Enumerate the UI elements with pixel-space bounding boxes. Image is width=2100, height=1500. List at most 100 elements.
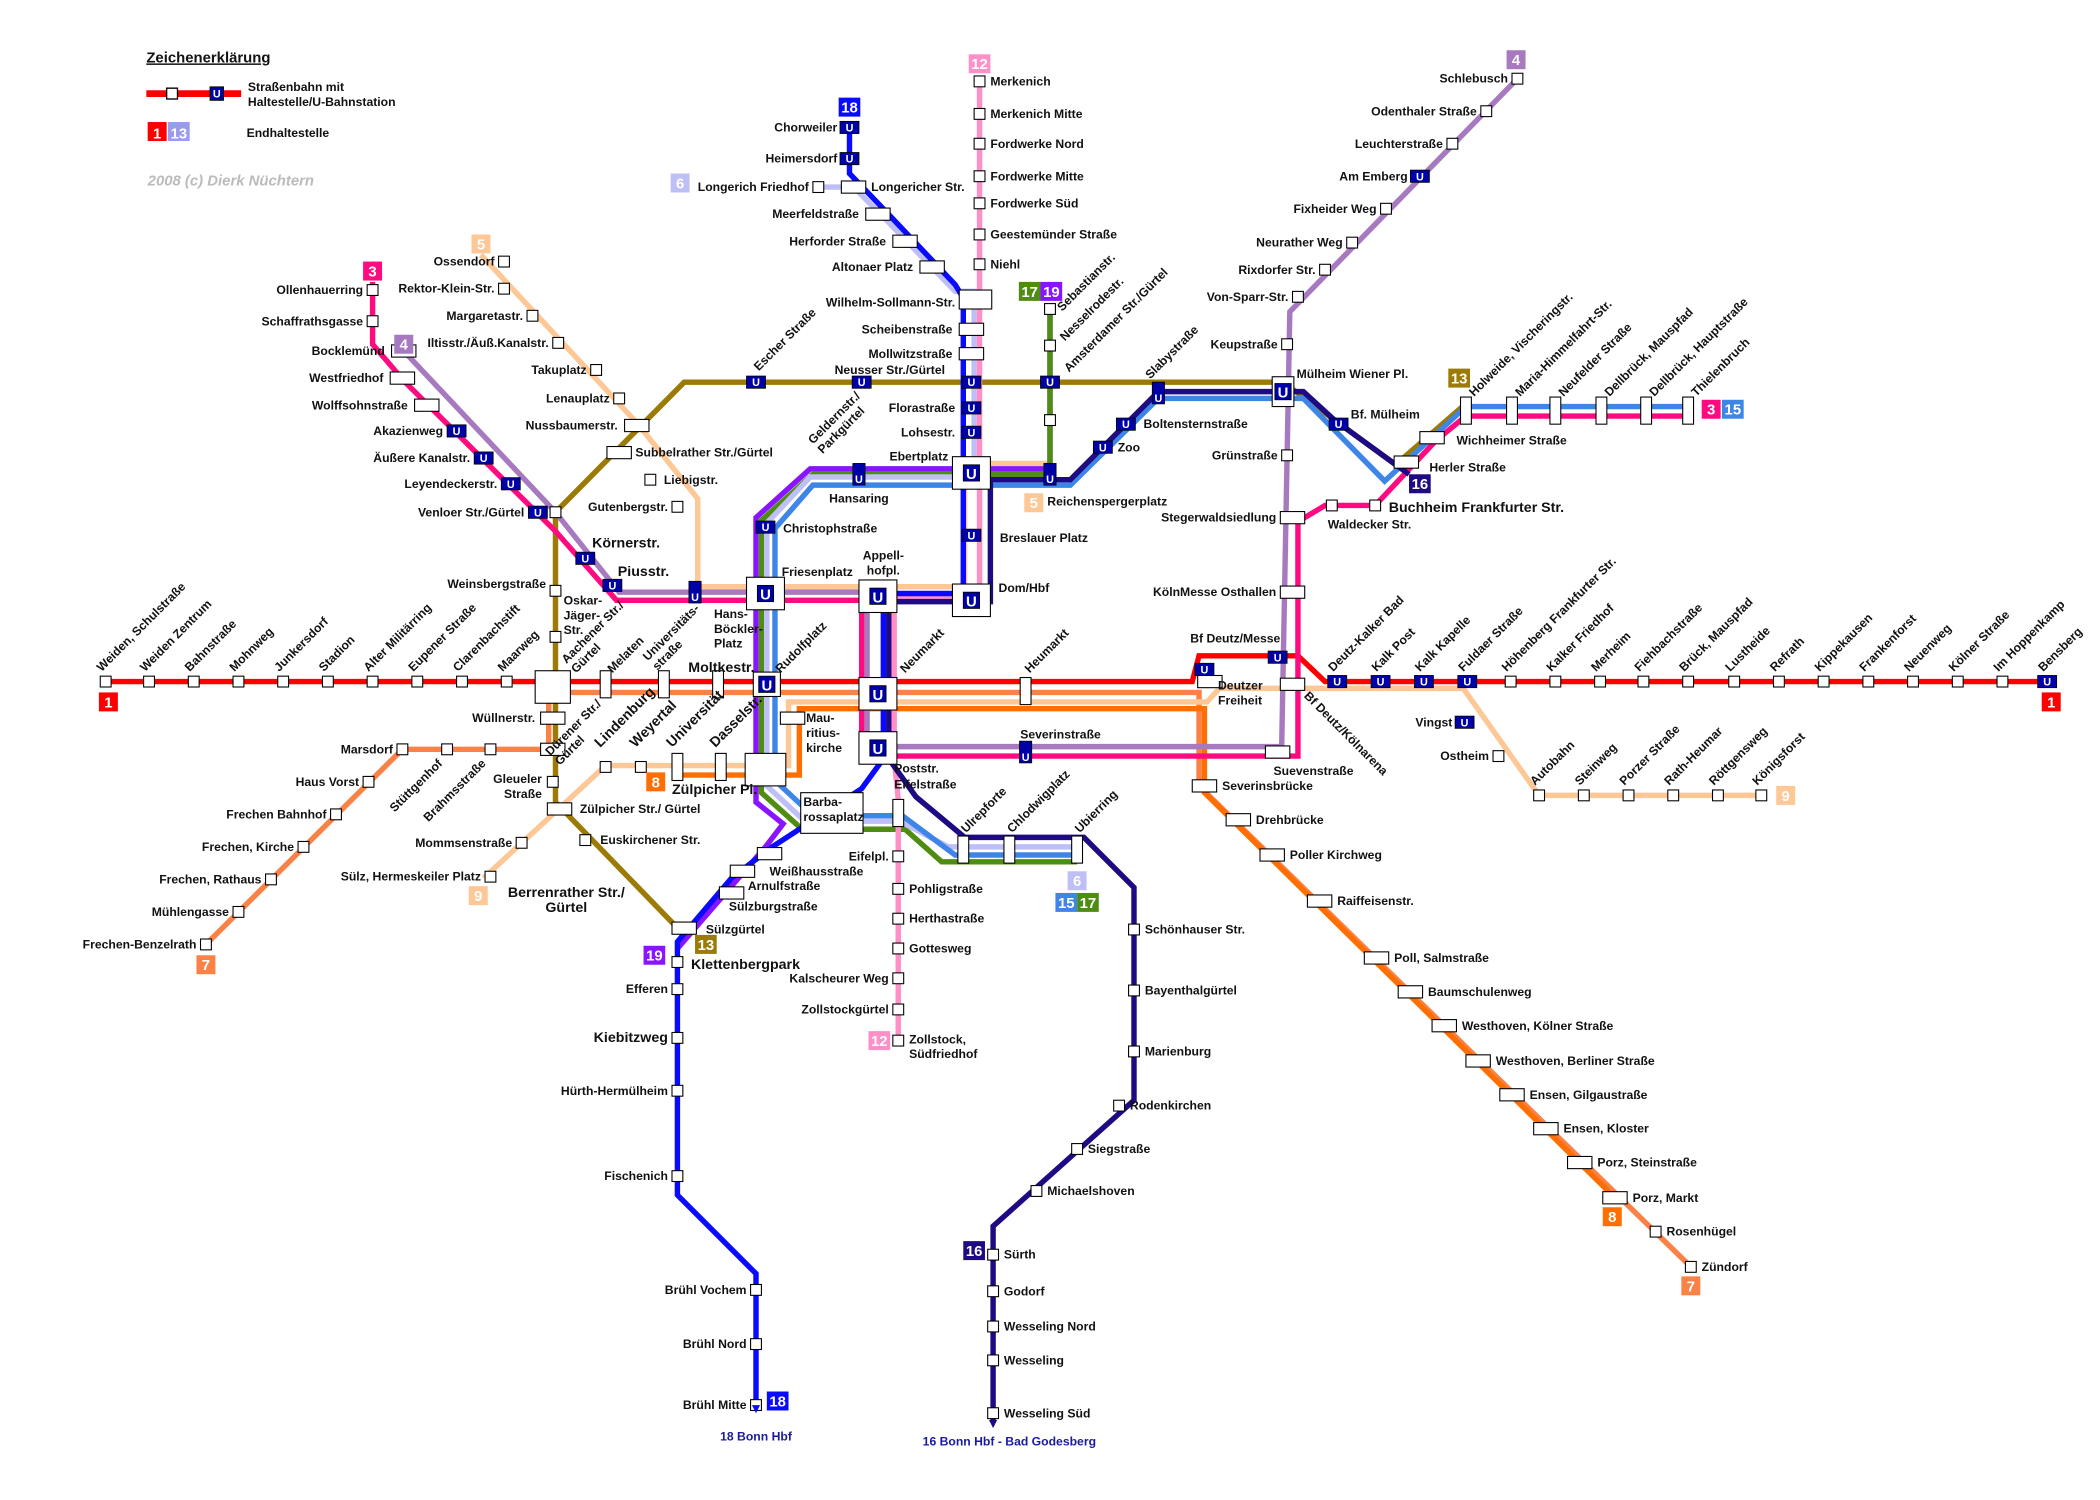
- station-arnulf[interactable]: Arnulfstraße: [729, 864, 821, 893]
- station-mohnweg[interactable]: Mohnweg: [227, 625, 277, 688]
- station-duerener[interactable]: Dürener Str./ Gürtel: [540, 680, 633, 770]
- station-meerfeld[interactable]: Meerfeldstraße: [772, 207, 891, 221]
- station-keupstr[interactable]: Keupstraße: [1211, 337, 1294, 351]
- station-margareta[interactable]: Margaretastr.: [446, 309, 539, 323]
- station-bf-deutz-u2[interactable]: U: [1194, 662, 1215, 676]
- station-scheibenstr[interactable]: Scheibenstraße: [862, 322, 985, 336]
- station-schaffrathsgasse[interactable]: Schaffrathsgasse: [261, 314, 379, 328]
- station-poller-kirchweg[interactable]: Poller Kirchweg: [1259, 848, 1382, 862]
- station-stack282[interactable]: U: [961, 375, 982, 389]
- station-zuelpicher-guertel[interactable]: Zülpicher Str./ Gürtel: [546, 802, 700, 816]
- station-stegerwald[interactable]: Stegerwaldsiedlung: [1161, 511, 1306, 525]
- station-kiebitzweg[interactable]: Kiebitzweg: [594, 1030, 684, 1046]
- station-weinsberg[interactable]: Weinsbergstraße: [447, 577, 562, 597]
- station-bruehl-nord[interactable]: Brühl Nord: [683, 1337, 762, 1351]
- station-suevenstr[interactable]: Suevenstraße: [1264, 745, 1354, 778]
- station-alter-mil[interactable]: Alter Militärring: [361, 601, 435, 688]
- station-altonaer[interactable]: Altonaer Platz: [832, 260, 945, 274]
- station-brahmsstr[interactable]: Brahmsstraße: [421, 743, 497, 824]
- station-berrenrather[interactable]: Berrenrather Str./Gürtel: [508, 885, 625, 916]
- station-moltkestr[interactable]: Moltkestr.: [688, 660, 755, 699]
- station-rosenhuegel[interactable]: Rosenhügel: [1649, 1225, 1736, 1239]
- station-suelzburg[interactable]: Sülzburgstraße: [718, 886, 818, 914]
- station-merkenich-mitte[interactable]: Merkenich Mitte: [973, 107, 1083, 121]
- station-wuellner[interactable]: Wüllnerstr.: [472, 711, 566, 725]
- station-zollstockguertel[interactable]: Zollstockgürtel: [801, 1003, 905, 1017]
- station-zollstock-sued[interactable]: Zollstock,Südfriedhof: [892, 1032, 979, 1061]
- station-severinsbruecke[interactable]: Severinsbrücke: [1191, 779, 1313, 793]
- station-raiffeisen[interactable]: Raiffeisenstr.: [1306, 894, 1414, 908]
- station-klettenbergpark[interactable]: Klettenbergpark: [671, 956, 800, 973]
- station-ensen-gilgau[interactable]: Ensen, Gilgaustraße: [1499, 1088, 1648, 1102]
- station-odenthaler[interactable]: Odenthaler Straße: [1371, 104, 1493, 118]
- station-rixdorfer[interactable]: Rixdorfer Str.: [1238, 263, 1331, 277]
- station-iltis[interactable]: Iltisstr./Äuß.Kanalstr.: [427, 335, 565, 350]
- station-niehl[interactable]: Niehl: [973, 257, 1020, 271]
- station-leuchterstr[interactable]: Leuchterstraße: [1355, 137, 1459, 151]
- station-ollenhauerring[interactable]: Ollenhauerring: [276, 283, 379, 297]
- station-zuelpicher-pl[interactable]: Zülpicher Pl.: [672, 752, 787, 798]
- station-huerth[interactable]: Hürth-Hermülheim: [561, 1084, 684, 1098]
- station-herthastr[interactable]: Herthastraße: [892, 912, 985, 926]
- station-marsdorf[interactable]: Marsdorf: [341, 742, 409, 756]
- station-lustheide[interactable]: Lustheide: [1722, 623, 1773, 688]
- station-godorf[interactable]: Godorf: [987, 1284, 1046, 1298]
- station-gutenberg[interactable]: Gutenbergstr.: [588, 500, 684, 514]
- station-bruehl-mitte[interactable]: Brühl Mitte: [683, 1398, 762, 1412]
- station-steinweg[interactable]: Steinweg: [1572, 740, 1620, 802]
- station-zuendorf[interactable]: Zündorf: [1684, 1260, 1749, 1274]
- station-efferen[interactable]: Efferen: [626, 982, 684, 996]
- station-drehbruecke[interactable]: Drehbrücke: [1225, 813, 1324, 827]
- station-fiehbach[interactable]: Fiehbachstraße: [1632, 600, 1706, 688]
- station-eifelpl[interactable]: Eifelpl.: [849, 849, 905, 863]
- station-mauritius[interactable]: Mau-ritius-kirche: [779, 711, 842, 755]
- station-herforder[interactable]: Herforder Straße: [789, 234, 918, 248]
- station-wilhelm-sollmann[interactable]: Wilhelm-Sollmann-Str.: [826, 289, 993, 310]
- station-frechen-rathaus[interactable]: Frechen, Rathaus: [159, 872, 277, 886]
- station-autobahn[interactable]: Autobahn: [1527, 738, 1577, 802]
- station-porzer[interactable]: Porzer Straße: [1617, 722, 1683, 802]
- station-muehlengasse[interactable]: Mühlengasse: [152, 905, 245, 919]
- station-geldern[interactable]: Geldernstr./ Parkgürtel: [805, 374, 889, 458]
- station-wesseling-nord[interactable]: Wesseling Nord: [987, 1320, 1096, 1334]
- station-liebigstr[interactable]: Liebigstr.: [644, 473, 718, 487]
- station-merkenich[interactable]: Merkenich: [973, 74, 1051, 88]
- station-fordwerke-sued[interactable]: Fordwerke Süd: [973, 196, 1078, 210]
- station-von-sparr[interactable]: Von-Sparr-Str.: [1207, 290, 1304, 304]
- station-lenauplatz[interactable]: Lenauplatz: [546, 391, 626, 405]
- station-bayenthal[interactable]: Bayenthalgürtel: [1128, 984, 1237, 998]
- station-geestemuender[interactable]: Geestemünder Straße: [973, 228, 1117, 242]
- station-ostheim[interactable]: Ostheim: [1440, 749, 1505, 763]
- station-frechen-bf[interactable]: Frechen Bahnhof: [226, 807, 342, 821]
- station-barbarossa[interactable]: Barba-rossaplatz: [800, 792, 864, 834]
- station-kippekausen[interactable]: Kippekausen: [1812, 611, 1876, 688]
- station-longerich-friedhof[interactable]: Longerich Friedhof: [698, 180, 825, 194]
- station-marienburg[interactable]: Marienburg: [1128, 1045, 1212, 1059]
- station-fordwerke-nord[interactable]: Fordwerke Nord: [973, 137, 1084, 151]
- station-buchheim[interactable]: Buchheim Frankfurter Str.: [1369, 499, 1564, 516]
- station-weisshaus[interactable]: Weißhausstraße: [756, 847, 864, 879]
- station-suelzguertel[interactable]: Sülzgürtel: [671, 921, 765, 937]
- station-wesseling-sued[interactable]: Wesseling Süd: [987, 1406, 1091, 1420]
- station-mommsen[interactable]: Mommsenstraße: [415, 836, 528, 850]
- station-gottesweg[interactable]: Gottesweg: [892, 942, 972, 956]
- station-merheim[interactable]: Merheim: [1588, 629, 1634, 688]
